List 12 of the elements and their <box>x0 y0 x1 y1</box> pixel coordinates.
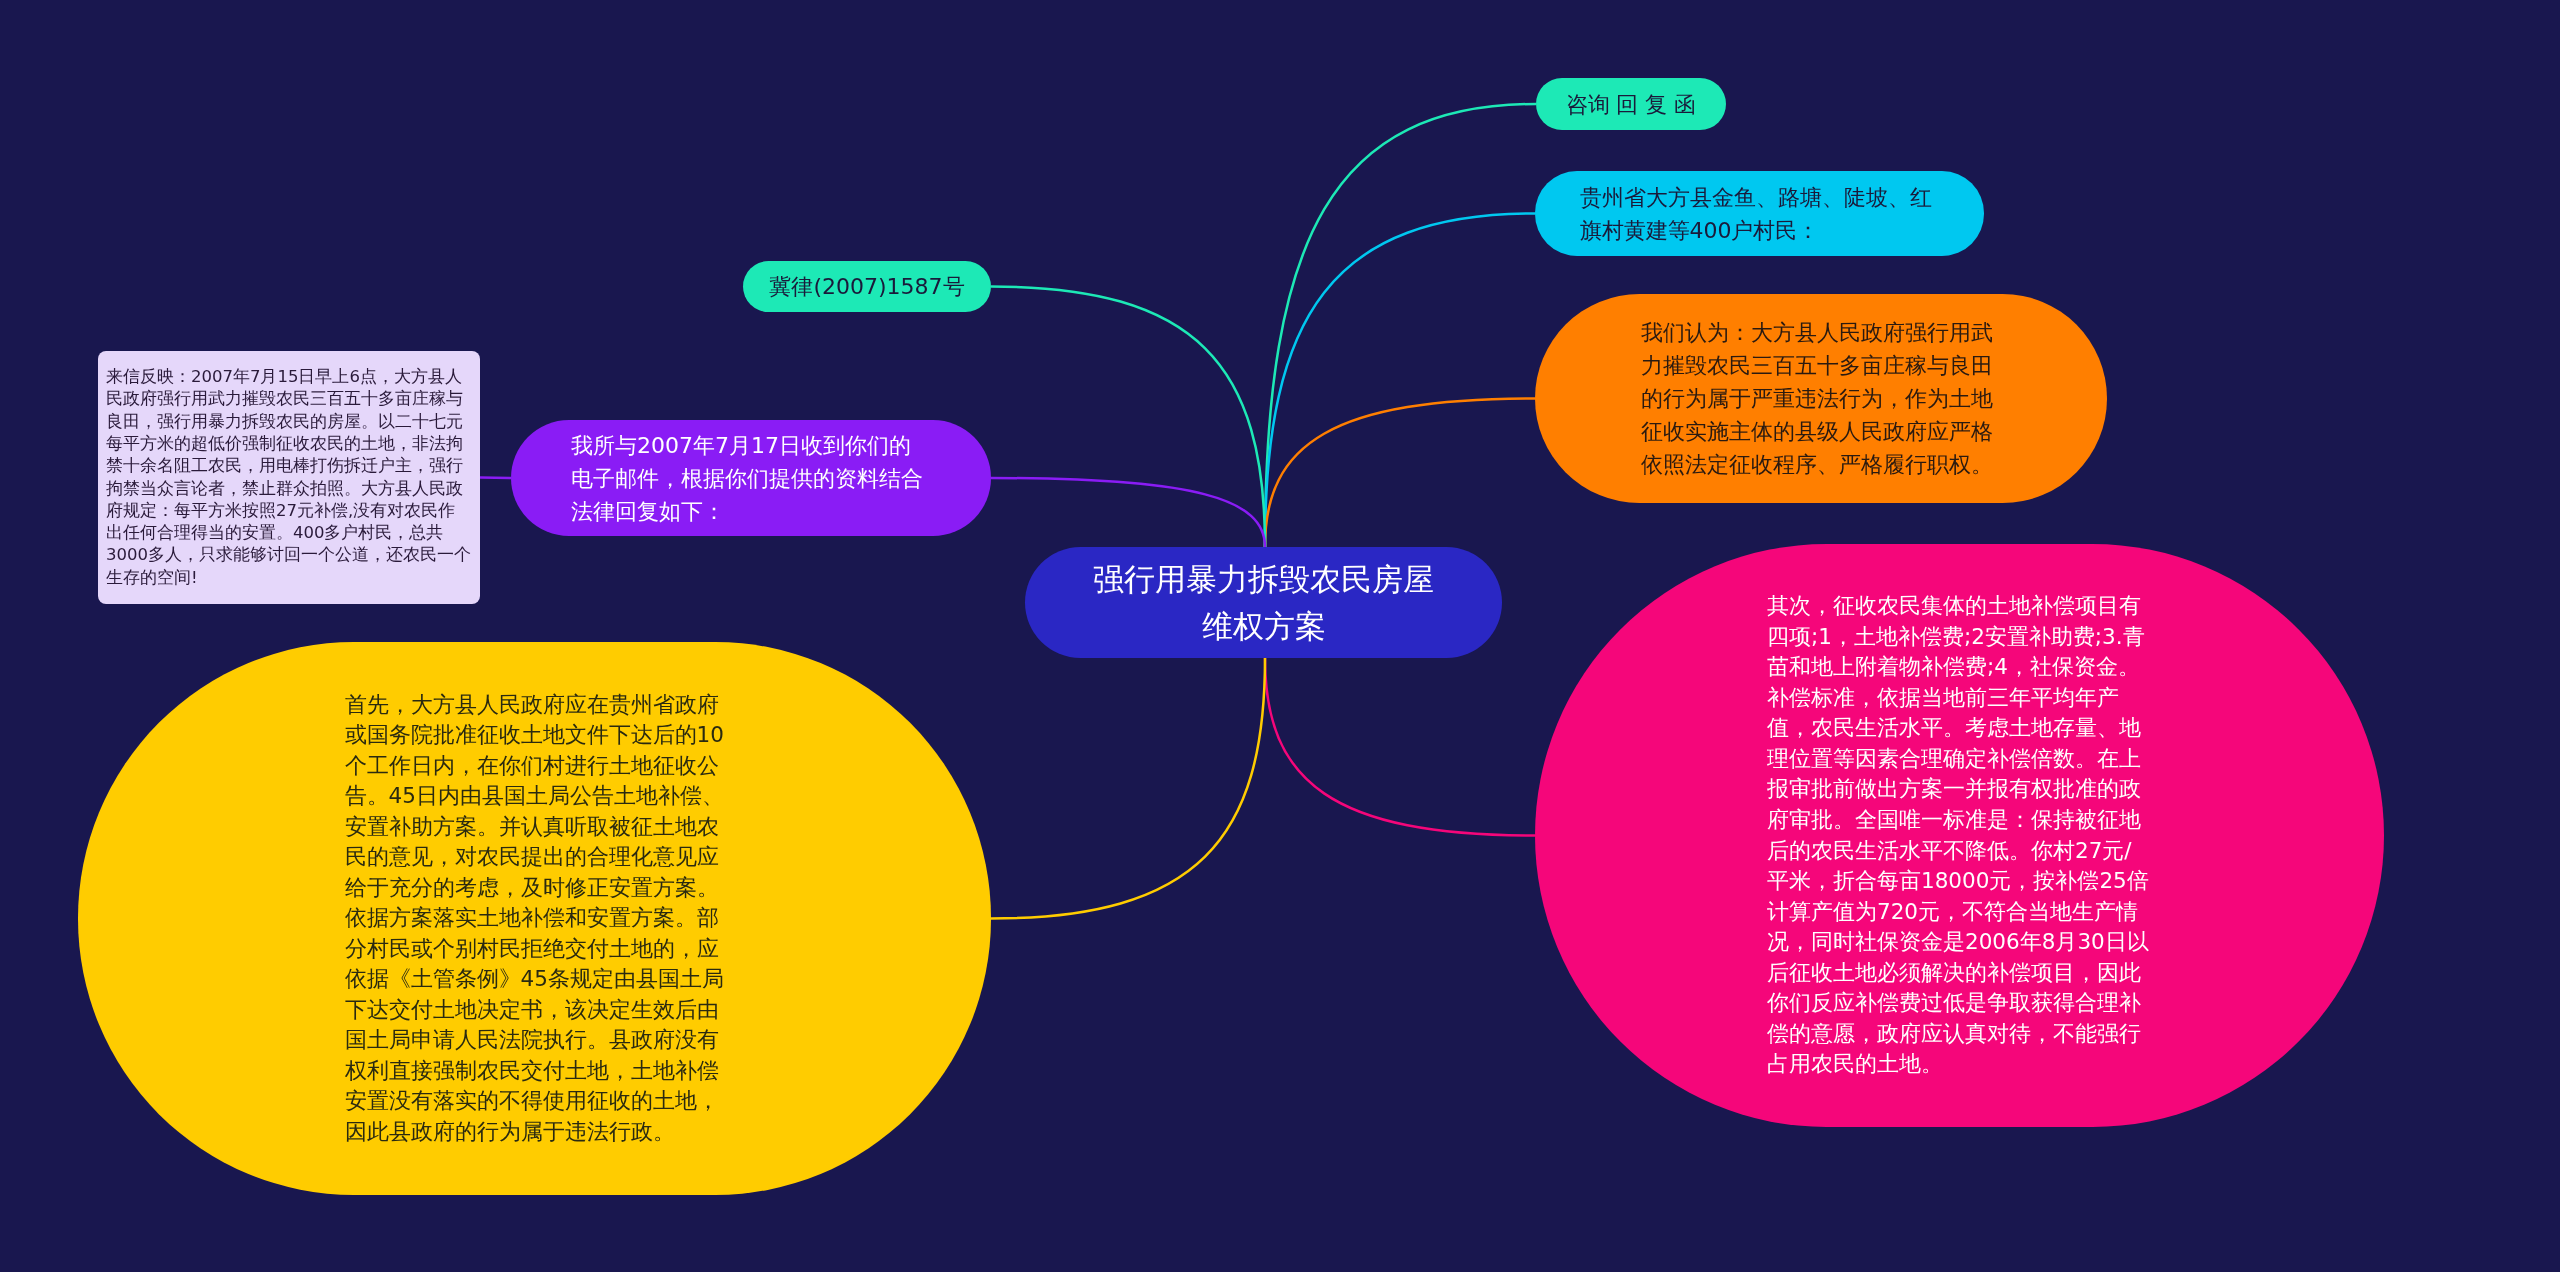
connector-line <box>990 657 1267 920</box>
topic-box: 冀律(2007)1587号 <box>743 261 991 312</box>
connector-line <box>479 476 512 480</box>
topic-box: 咨询 回 复 函 <box>1536 78 1726 130</box>
topic-box: 我们认为：大方县人民政府强行用武力摧毁农民三百五十多亩庄稼与良田的行为属于严重违法行为，作为土地征收实施主体的县级人民政府应严格依照法定征收程序、严格履行职权。 <box>1535 294 2107 503</box>
topic-box: 首先，大方县人民政府应在贵州省政府或国务院批准征收土地文件下达后的10个工作日内，在你们村进行土地征收公告。45日内由县国土局公告土地补偿、安置补助方案。并认真听取被征土地农民的意见，对农民提出的合理化意见应给于充分的考虑，及时修正安置方案。依据方案落实土地补偿和安置方案。部分村民或个别村民拒绝交付土地的，应依据《土管条例》45条规定由县国土局下达交付土地决定书，该决定生效后由国土局申请人民法院执行。县政府没有权利直接强制农民交付土地，土地补偿安置没有落实的不得使用征收的土地，因此县政府的行为属于违法行政。 <box>78 642 991 1195</box>
note-box: 来信反映：2007年7月15日早上6点，大方县人民政府强行用武力摧毁农民三百五十多亩庄稼与良田，强行用暴力拆毁农民的房屋。以二十七元每平方米的超低价强制征收农民的土地，非法拘禁十余名阻工农民，用电棒打伤拆迁户主，强行拘禁当众言论者，禁止群众拍照。大方县人民政府规定：每平方米按照27元补偿,没有对农民作出任何合理得当的安置。400多户村民，总共3000多人，只求能够讨回一个公道，还农民一个生存的空间! <box>98 351 480 604</box>
topic-box: 贵州省大方县金鱼、路塘、陡坡、红旗村黄建等400户村民： <box>1535 171 1984 256</box>
topic-box: 我所与2007年7月17日收到你们的电子邮件，根据你们提供的资料结合法律回复如下： <box>511 420 991 536</box>
topic-box: 其次，征收农民集体的土地补偿项目有四项;1，土地补偿费;2安置补助费;3.青苗和地上附着物补偿费;4，社保资金。补偿标准，依据当地前三年平均年产值，农民生活水平。考虑土地存量、地理位置等因素合理确定补偿倍数。在上报审批前做出方案一并报有权批准的政府审批。全国唯一标准是：保持被征地后的农民生活水平不降低。你村27元/平米，折合每亩18000元，按补偿25倍计算产值为720元，不符合当地生产情况，同时社保资金是2006年8月30日以后征收土地必须解决的补偿项目，因此你们反应补偿费过低是争取获得合理补偿的意愿，政府应认真对待，不能强行占用农民的土地。 <box>1535 544 2384 1127</box>
connector-line <box>991 476 1267 548</box>
central-topic-box: 强行用暴力拆毁农民房屋维权方案 <box>1025 547 1502 658</box>
